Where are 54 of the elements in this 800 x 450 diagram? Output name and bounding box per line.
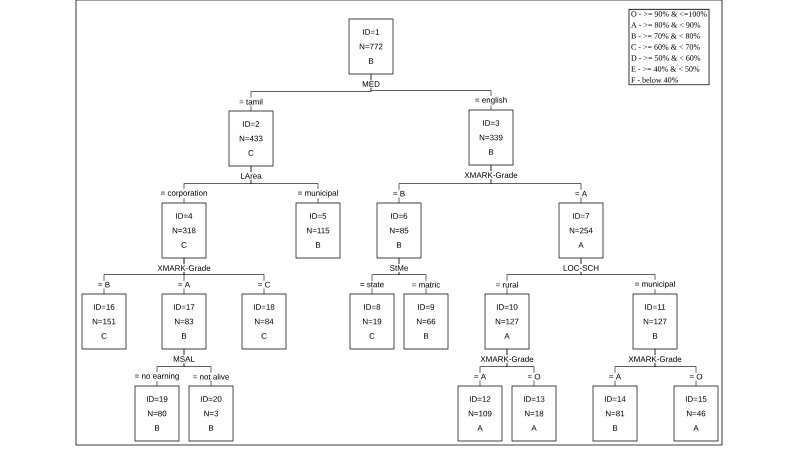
tree-node-box: ID=17 N=83 B — [162, 294, 206, 350]
edge-label: = matric — [410, 280, 442, 289]
tree-node-box: ID=5 N=115 B — [296, 202, 340, 258]
edge-label: = not alive — [192, 372, 230, 381]
tree-node-box: ID=14 N=81 B — [592, 386, 638, 442]
edge-label: = B — [392, 190, 406, 198]
split-label: XMARK-Grade — [463, 171, 519, 179]
tree-node-box: ID=18 N=84 C — [242, 294, 286, 350]
edge-label: = O — [688, 372, 704, 380]
edge-label: = A — [574, 190, 588, 198]
edge-label: = A — [608, 372, 622, 380]
split-label: LArea — [239, 172, 263, 180]
edge-label: = tamil — [238, 98, 264, 106]
tree-node-box: ID=11 N=127 B — [632, 294, 678, 350]
tree-node-box: ID=19 N=80 B — [134, 386, 180, 442]
split-label: XMARK-Grade — [479, 355, 535, 363]
split-label: StMe — [388, 264, 410, 272]
branch-line — [490, 165, 582, 203]
tree-node-box: ID=12 N=109 A — [458, 386, 502, 442]
tree-node-box: ID=1 N=772 B — [348, 18, 394, 74]
split-label: MED — [361, 80, 381, 88]
branch-line — [184, 258, 264, 294]
split-label: XMARK-Grade — [627, 355, 683, 363]
edge-label: = O — [526, 372, 542, 380]
legend-box: O - >= 90% & <=100% A - >= 80% & < 90% B - >= 70% & < 80% C - >= 60% & < 70% D - >= 50% & < 60% E - >= 40% & < 50% F - below 40% — [628, 8, 710, 86]
branch-line — [370, 74, 492, 110]
tree-node-box: ID=10 N=127 A — [484, 294, 530, 350]
tree-node-box: ID=15 N=46 A — [674, 386, 718, 442]
tree-node-box: ID=13 N=18 A — [512, 386, 556, 442]
edge-label: = corporation — [160, 188, 208, 198]
edge-label: = english — [474, 96, 508, 106]
edge-label: = municipal — [296, 188, 340, 198]
edge-label: = B — [96, 280, 112, 288]
edge-label: = rural — [494, 280, 520, 289]
tree-node-box: ID=20 N=3 B — [188, 386, 234, 442]
split-label: LOC-SCH — [562, 264, 600, 272]
tree-node-box: ID=9 N=66 B — [404, 294, 448, 350]
tree-node-box: ID=16 N=151 C — [82, 294, 126, 350]
edge-label: = A — [176, 280, 192, 288]
edge-label: = state — [358, 281, 386, 288]
edge-label: = municipal — [634, 280, 676, 290]
tree-node-box: ID=6 N=85 B — [376, 202, 422, 258]
tree-node-box: ID=3 N=339 B — [468, 110, 514, 166]
split-label: MSAL — [172, 355, 196, 363]
tree-node-box: ID=8 N=19 C — [350, 294, 394, 350]
edge-label: = C — [256, 280, 272, 288]
tree-node-box: ID=7 N=254 A — [558, 202, 604, 258]
tree-node-box: ID=4 N=318 C — [162, 202, 206, 258]
split-label: XMARK-Grade — [156, 264, 212, 272]
tree-node-box: ID=2 N=433 C — [228, 110, 274, 166]
branch-line — [506, 349, 534, 386]
edge-label: = A — [472, 372, 488, 380]
branch-line — [654, 349, 696, 386]
edge-label: = no earning — [134, 372, 180, 382]
